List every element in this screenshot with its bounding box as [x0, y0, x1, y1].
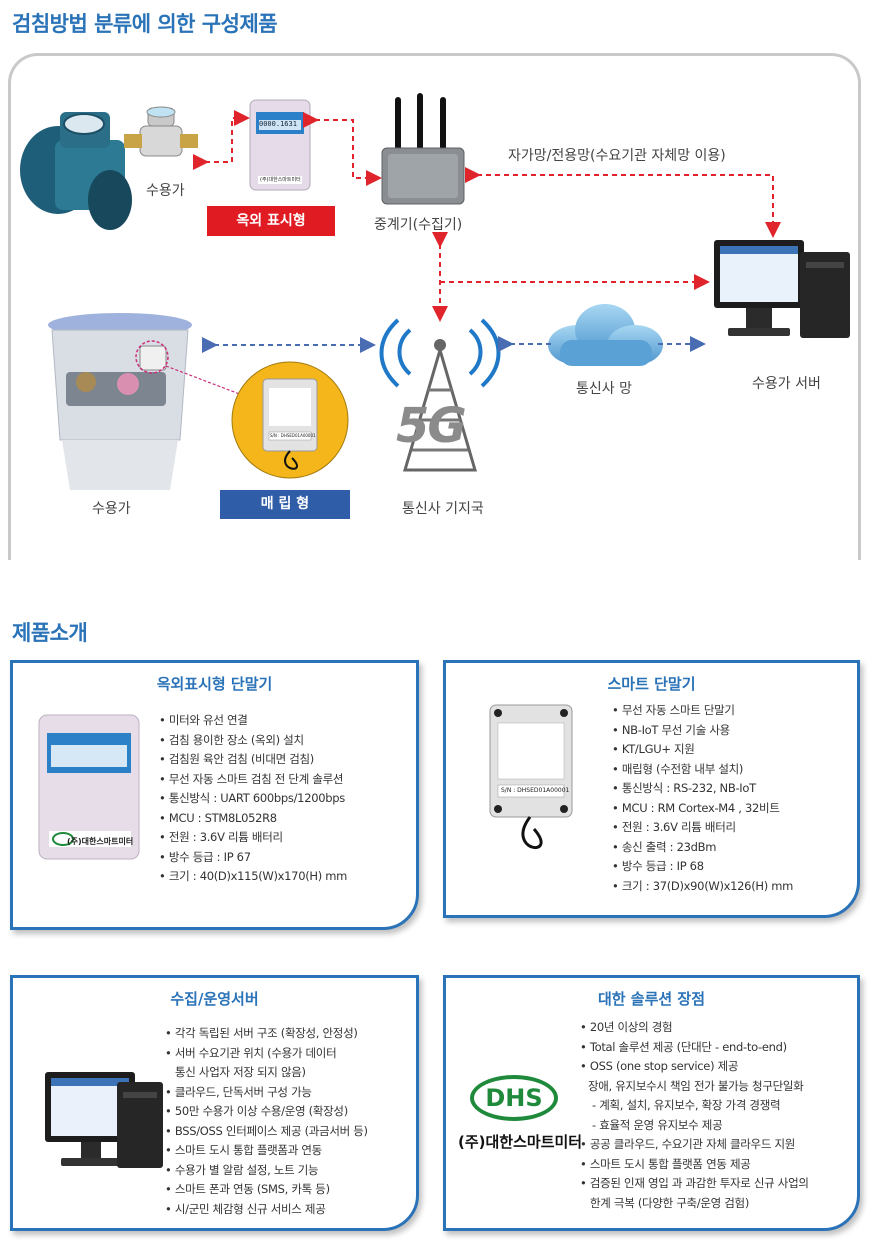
- server-label: 수용가 서버: [752, 376, 821, 392]
- list-item: Total 솔루션 제공 (단대단 - end-to-end): [580, 1038, 809, 1058]
- list-item: 크기 : 40(D)x115(W)x170(H) mm: [159, 867, 348, 887]
- list-item: 공공 클라우드, 수요기관 자체 클라우드 지원: [580, 1135, 809, 1155]
- embedded-terminal-icon: [262, 378, 318, 470]
- diagram-device-sn: S/N : DHSED01A00001: [270, 433, 316, 438]
- red-connection-arrows: [193, 110, 781, 322]
- list-item: 클라우드, 단독서버 구성 가능: [165, 1083, 368, 1103]
- list-item: 전원 : 3.6V 리튬 배터리: [612, 818, 793, 838]
- list-item: 한계 극복 (다양한 구축/운영 검험): [590, 1195, 750, 1210]
- list-item: 매립형 (수전함 내부 설치): [612, 760, 793, 780]
- card-outdoor-terminal: 옥외표시형 단말기 (주)대한스마트미터 미터와 유선 연결 검침 용이한 장소…: [10, 660, 419, 930]
- server-feature-list: 각각 독립된 서버 구조 (확장성, 안정성) 서버 수요기관 위치 (수용가 …: [165, 1024, 368, 1219]
- meter-box-icon: [48, 313, 192, 490]
- embedded-tag-background: [220, 490, 350, 519]
- list-item: 크기 : 37(D)x90(W)x126(H) mm: [612, 877, 794, 897]
- list-item: 방수 등급 : IP 68: [612, 857, 793, 877]
- list-item: 20년 이상의 경험: [580, 1018, 809, 1038]
- outdoor-spec-list: 미터와 유선 연결 검침 용이한 장소 (옥외) 설치 검침원 육안 검침 (비…: [159, 711, 348, 887]
- card-title: 스마트 단말기: [607, 675, 696, 693]
- outdoor-terminal-brand: (주)대한스마트미터: [67, 837, 134, 846]
- card-title: 수집/운영서버: [170, 990, 259, 1008]
- 5g-tower-icon: [379, 318, 501, 472]
- list-item: 50만 수용가 이상 수용/운영 (확장성): [165, 1102, 368, 1122]
- blue-connection-arrows: [202, 336, 706, 353]
- list-item: 무선 자동 스마트 검침 전 단계 솔루션: [159, 770, 347, 790]
- list-item: 스마트 도시 통합 플랫폼과 연동: [165, 1141, 368, 1161]
- list-item: 검증된 인재 영입 과 과감한 투자로 신규 사업의: [580, 1174, 809, 1194]
- company-name: (주)대한스마트미터: [458, 1133, 583, 1151]
- list-item: 통신 사업자 저장 되지 않음): [175, 1065, 306, 1079]
- outdoor-display-terminal-icon: [249, 99, 311, 191]
- outdoor-type-tag: 옥외 표시형: [236, 213, 306, 229]
- list-item: KT/LGU+ 지원: [612, 740, 793, 760]
- household-water-meter-icon: [124, 106, 198, 157]
- industrial-water-meter-icon: [20, 112, 132, 230]
- list-item: 각각 독립된 서버 구조 (확장성, 안정성): [165, 1024, 368, 1044]
- card-server: 수집/운영서버 각각 독립된 서버 구조 (확장성, 안정성) 서버 수요기관 …: [10, 975, 419, 1231]
- card-strengths: 대한 솔루션 장점 DHS (주)대한스마트미터 20년 이상의 경험 Tota…: [443, 975, 860, 1231]
- system-diagram-graphics: [20, 93, 850, 519]
- card-title: 대한 솔루션 장점: [597, 990, 706, 1008]
- section-title-classification: 검침방법 분류에 의한 구성제품: [12, 12, 278, 36]
- list-item: 방수 등급 : IP 67: [159, 848, 347, 868]
- cloud-network-icon: [548, 304, 663, 366]
- smart-terminal-image: [489, 704, 573, 850]
- system-diagram-frame: [8, 53, 861, 560]
- dhs-logo: DHS: [470, 1075, 558, 1121]
- carrier-network-label: 통신사 망: [576, 381, 632, 397]
- outdoor-tag-background: [207, 206, 335, 236]
- list-item: 무선 자동 스마트 단말기: [612, 701, 793, 721]
- server-computer-image: [45, 1072, 163, 1168]
- relay-label: 중계기(수집기): [374, 217, 463, 233]
- list-item: - 효율적 운영 유지보수 제공: [592, 1117, 723, 1132]
- list-item: NB-IoT 무선 기술 사용: [612, 721, 793, 741]
- strengths-list: 20년 이상의 경험 Total 솔루션 제공 (단대단 - end-to-en…: [580, 1018, 809, 1213]
- consumer-label-top: 수용가: [146, 183, 185, 199]
- list-item: 수용가 별 알람 설정, 노트 기능: [165, 1161, 368, 1181]
- outdoor-terminal-image: [38, 714, 140, 860]
- diagram-meter-brand: (주)대한스마트미터: [260, 177, 301, 183]
- list-item: 검침원 육안 검침 (비대면 검침): [159, 750, 347, 770]
- list-item: BSS/OSS 인터페이스 제공 (과금서버 등): [165, 1122, 368, 1142]
- list-item: 전원 : 3.6V 리튬 배터리: [159, 828, 347, 848]
- list-item: 검침 용이한 장소 (옥외) 설치: [159, 731, 347, 751]
- list-item: 서버 수요기관 위치 (수용가 데이터: [165, 1044, 368, 1064]
- list-item: 시/군민 체감형 신규 서비스 제공: [165, 1200, 368, 1220]
- private-network-label: 자가망/전용망(수요기관 자체망 이용): [508, 148, 726, 164]
- list-item: MCU : RM Cortex-M4 , 32비트: [612, 799, 793, 819]
- list-item: 스마트 도시 통합 플랫폼 연동 제공: [580, 1155, 809, 1175]
- list-item: 송신 출력 : 23dBm: [612, 838, 793, 858]
- list-item: OSS (one stop service) 제공: [580, 1057, 809, 1077]
- smart-spec-list: 무선 자동 스마트 단말기 NB-IoT 무선 기술 사용 KT/LGU+ 지원…: [612, 701, 794, 897]
- list-item: 통신방식 : UART 600bps/1200bps: [159, 789, 347, 809]
- zoom-indicator: [135, 340, 169, 374]
- card-title: 옥외표시형 단말기: [156, 675, 273, 693]
- diagram-5g-label: 5G: [396, 398, 467, 454]
- list-item: 통신방식 : RS-232, NB-IoT: [612, 779, 793, 799]
- card-smart-terminal: 스마트 단말기 S/N : DHSED01A00001 무선 자동 스마트 단말…: [443, 660, 860, 918]
- relay-collector-icon: [381, 93, 465, 205]
- list-item: MCU : STM8L052R8: [159, 809, 347, 829]
- diagram-meter-screen: 0000.1631: [259, 120, 297, 128]
- smart-terminal-sn: S/N : DHSED01A00001: [501, 787, 570, 794]
- list-item: 장애, 유지보수시 책임 전가 불가능 청구단일화: [588, 1078, 804, 1093]
- dhs-logo-text: DHS: [485, 1084, 543, 1112]
- list-item: 스마트 폰과 연동 (SMS, 카톡 등): [165, 1180, 368, 1200]
- list-item: - 계획, 설치, 유지보수, 확장 가격 경쟁력: [592, 1098, 781, 1112]
- base-station-label: 통신사 기지국: [402, 501, 484, 517]
- embedded-type-tag: 매 립 형: [260, 496, 310, 512]
- consumer-label-bottom: 수용가: [92, 501, 131, 517]
- server-computer-icon: [714, 240, 850, 338]
- list-item: 미터와 유선 연결: [159, 711, 347, 731]
- section-title-products: 제품소개: [12, 621, 88, 645]
